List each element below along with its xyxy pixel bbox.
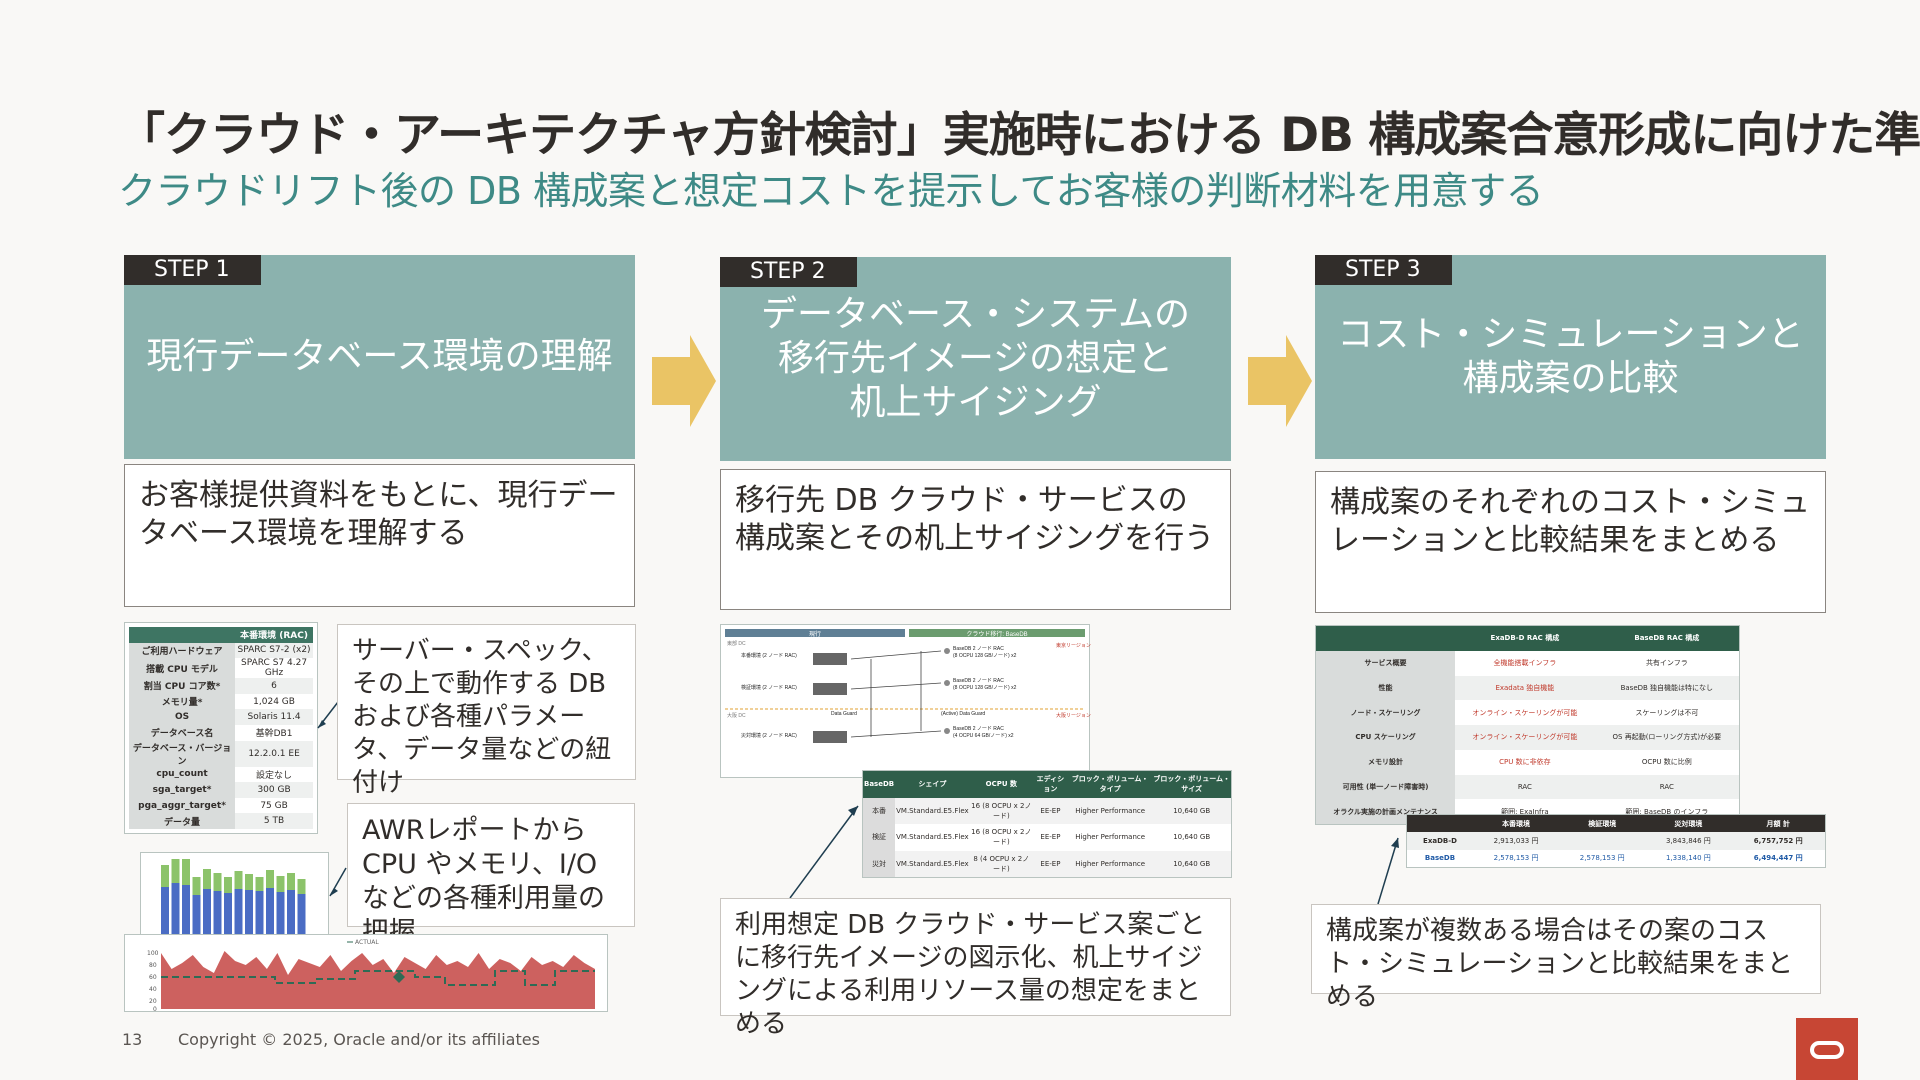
- svg-text:BaseDB 2 ノード RAC: BaseDB 2 ノード RAC: [953, 646, 1004, 652]
- spec-callout: サーバー・スペック、その上で動作する DB および各種パラメータ、データ量などの…: [337, 624, 636, 798]
- svg-text:60: 60: [149, 974, 157, 981]
- awr-bar: [182, 885, 190, 935]
- step1-description: お客様提供資料をもとに、現行データベース環境を理解する: [124, 464, 635, 607]
- step2-title-line: データベース・システムの: [760, 294, 1191, 335]
- awr-area-chart-thumbnail: ACTUAL 100 80 60 40 20 0: [124, 934, 608, 1013]
- svg-text:0: 0: [153, 1006, 157, 1013]
- area-chart-y-ticks: 100 80 60 40 20 0: [147, 950, 159, 1013]
- awr-bar: [161, 865, 169, 887]
- awr-bar: [287, 873, 295, 890]
- awr-bar: [266, 870, 274, 888]
- svg-text:80: 80: [149, 962, 157, 969]
- page-subtitle: クラウドリフト後の DB 構成案と想定コストを提示してお客様の判断材料を用意する: [118, 169, 1544, 213]
- awr-bar: [161, 887, 169, 935]
- arrow-right-icon: [652, 335, 716, 427]
- awr-bar: [224, 893, 232, 935]
- awr-bar: [192, 895, 201, 935]
- oracle-logo-icon: [1810, 1041, 1844, 1059]
- svg-text:100: 100: [147, 950, 159, 957]
- step2-box: データベース・システムの 移行先イメージの想定と 机上サイジング: [720, 257, 1231, 461]
- svg-text:BaseDB 2 ノード RAC: BaseDB 2 ノード RAC: [953, 726, 1004, 732]
- copyright: Copyright © 2025, Oracle and/or its affi…: [178, 1030, 540, 1049]
- awr-callout: AWRレポートから CPU やメモリ、I/O などの各種利用量の把握: [347, 803, 635, 948]
- page-title: 「クラウド・アーキテクチャ方針検討」実施時における DB 構成案合意形成に向けた…: [118, 108, 1920, 163]
- step3-box: コスト・シミュレーションと 構成案の比較: [1315, 255, 1826, 459]
- step3-title-line: 構成案の比較: [1462, 358, 1679, 399]
- step2-callout: 利用想定 DB クラウド・サービス案ごとに移行先イメージの図示化、机上サイジング…: [720, 898, 1231, 1039]
- awr-bar: [266, 888, 274, 935]
- svg-text:(8 OCPU 128 GB/ノード) x2: (8 OCPU 128 GB/ノード) x2: [953, 685, 1017, 691]
- step3-description: 構成案のそれぞれのコスト・シミュレーションと比較結果をまとめる: [1315, 471, 1826, 613]
- svg-text:本番環境 (2 ノード RAC): 本番環境 (2 ノード RAC): [741, 652, 797, 659]
- step1-title: 現行データベース環境の理解: [146, 336, 613, 377]
- svg-text:災対環境 (2 ノード RAC): 災対環境 (2 ノード RAC): [741, 732, 797, 739]
- step1-box: 現行データベース環境の理解: [124, 255, 635, 459]
- awr-bar: [171, 883, 180, 935]
- svg-text:現行: 現行: [809, 630, 821, 638]
- svg-text:大阪リージョン: 大阪リージョン: [1056, 712, 1091, 719]
- awr-bar: [245, 890, 253, 935]
- oracle-logo: [1796, 1018, 1858, 1080]
- awr-bar: [297, 879, 306, 894]
- awr-bar: [213, 873, 222, 891]
- awr-bar: [213, 891, 222, 935]
- awr-bar: [171, 859, 180, 883]
- svg-text:クラウド移行: BaseDB: クラウド移行: BaseDB: [966, 630, 1027, 638]
- step2-title-line: 移行先イメージの想定と: [777, 338, 1174, 379]
- awr-bar: [276, 892, 285, 935]
- awr-bar: [203, 889, 211, 935]
- step3-title-line: コスト・シミュレーションと: [1337, 314, 1804, 355]
- svg-text:大阪 DC: 大阪 DC: [727, 712, 746, 719]
- svg-text:検証環境 (2 ノード RAC): 検証環境 (2 ノード RAC): [741, 684, 797, 691]
- awr-bar: [234, 871, 243, 889]
- svg-text:Data Guard: Data Guard: [831, 711, 857, 717]
- area-chart-legend: ACTUAL: [355, 939, 379, 946]
- awr-bar: [182, 859, 190, 885]
- awr-bar: [224, 877, 232, 893]
- step3-tag: STEP 3: [1315, 255, 1452, 285]
- svg-text:(8 OCPU 128 GB/ノード) x2: (8 OCPU 128 GB/ノード) x2: [953, 653, 1017, 659]
- awr-bar: [287, 890, 295, 935]
- svg-text:東部 DC: 東部 DC: [727, 640, 746, 647]
- svg-text:(Active) Data Guard: (Active) Data Guard: [941, 711, 985, 717]
- arrow-right-icon: [1248, 335, 1312, 427]
- awr-bar: [192, 877, 201, 895]
- step2-title-line: 机上サイジング: [849, 382, 1102, 423]
- step3-callout: 構成案が複数ある場合はその案のコスト・シミュレーションと比較結果をまとめる: [1311, 904, 1821, 1012]
- awr-area-chart: ACTUAL 100 80 60 40 20 0: [147, 939, 595, 1013]
- awr-bar: [245, 874, 253, 890]
- awr-bar: [255, 891, 264, 935]
- awr-bar: [234, 889, 243, 935]
- awr-bar: [297, 894, 306, 935]
- svg-text:BaseDB 2 ノード RAC: BaseDB 2 ノード RAC: [953, 678, 1004, 684]
- migration-diagram: 現行 クラウド移行: BaseDB 東部 DC 東京リージョン 本番環境 (2 …: [725, 629, 1091, 743]
- svg-text:40: 40: [149, 986, 157, 993]
- step2-tag: STEP 2: [720, 257, 857, 287]
- awr-bar: [203, 869, 211, 889]
- svg-text:東京リージョン: 東京リージョン: [1056, 642, 1091, 649]
- svg-text:20: 20: [149, 998, 157, 1005]
- migration-diagram-thumbnail: 現行 クラウド移行: BaseDB 東部 DC 東京リージョン 本番環境 (2 …: [720, 624, 1091, 778]
- awr-bar: [276, 876, 285, 892]
- svg-text:(4 OCPU 64 GB/ノード) x2: (4 OCPU 64 GB/ノード) x2: [953, 733, 1014, 739]
- awr-bar-chart: [161, 859, 306, 935]
- page-number: 13: [122, 1030, 143, 1049]
- step1-tag: STEP 1: [124, 255, 261, 285]
- awr-bar-chart-thumbnail: [140, 852, 329, 942]
- step2-description: 移行先 DB クラウド・サービスの構成案とその机上サイジングを行う: [720, 469, 1231, 610]
- awr-bar: [255, 877, 264, 891]
